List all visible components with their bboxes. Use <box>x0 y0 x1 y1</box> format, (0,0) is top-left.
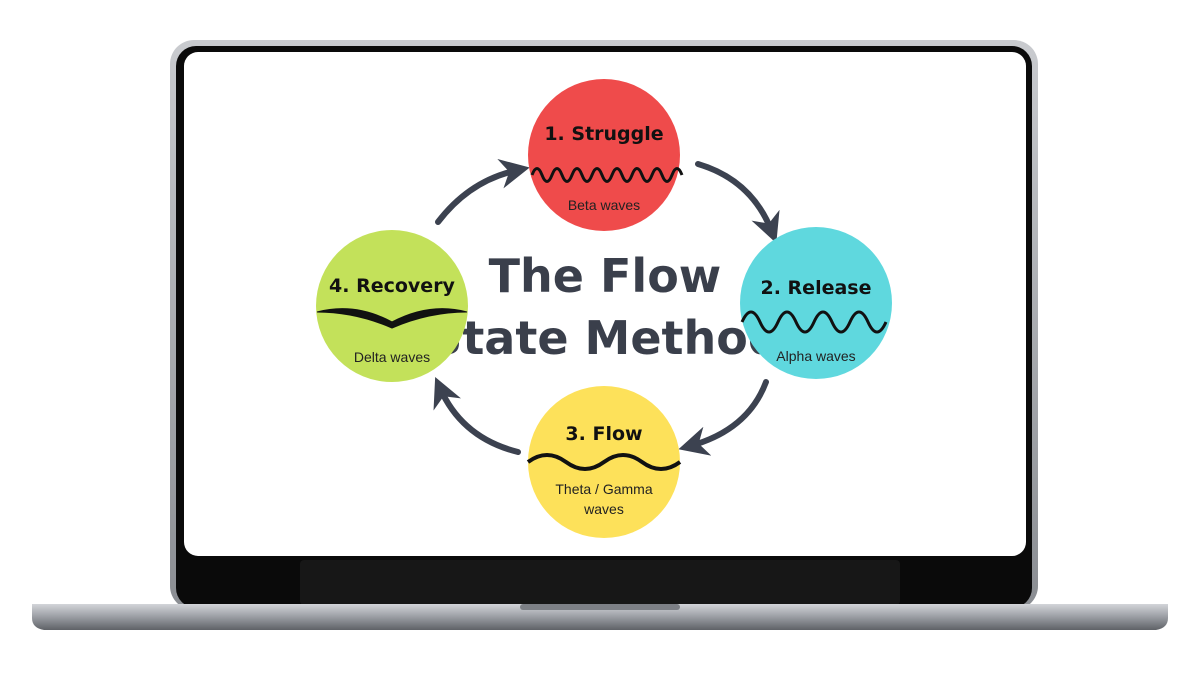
node-release-sub: Alpha waves <box>776 348 855 364</box>
wave-icon <box>740 310 888 334</box>
node-struggle-circle <box>528 79 680 231</box>
cycle-arrow-icon <box>433 377 521 455</box>
laptop-screen <box>184 52 1026 556</box>
node-flow-sub-line1: Theta / Gamma <box>555 481 652 497</box>
laptop-base-notch <box>520 604 680 610</box>
laptop-base <box>32 604 1168 630</box>
cycle-arrow-icon <box>695 161 780 244</box>
node-struggle-sub: Beta waves <box>568 197 640 213</box>
node-flow: 3. Flow Theta / Gamma waves <box>526 386 682 538</box>
node-recovery-label: 4. Recovery <box>329 275 456 297</box>
cycle-arrow-icon <box>435 158 530 225</box>
node-recovery-circle <box>316 230 468 382</box>
diagram-title-line2: State Method <box>429 311 781 365</box>
node-flow-sub-line2: waves <box>583 501 624 517</box>
keyboard-reflection <box>300 560 900 605</box>
wave-icon <box>530 167 684 183</box>
wave-icon <box>526 453 682 471</box>
cycle-arrow-icon <box>678 379 769 456</box>
node-release-label: 2. Release <box>761 277 872 299</box>
node-recovery: 4. Recovery Delta waves <box>316 230 468 382</box>
node-release-circle <box>740 227 892 379</box>
diagram-title-line1: The Flow <box>489 249 722 303</box>
node-flow-label: 3. Flow <box>565 423 642 445</box>
node-release: 2. Release Alpha waves <box>740 227 892 379</box>
wave-icon <box>316 308 468 329</box>
node-struggle-label: 1. Struggle <box>544 123 663 145</box>
node-recovery-sub: Delta waves <box>354 349 430 365</box>
node-struggle: 1. Struggle Beta waves <box>528 79 684 231</box>
